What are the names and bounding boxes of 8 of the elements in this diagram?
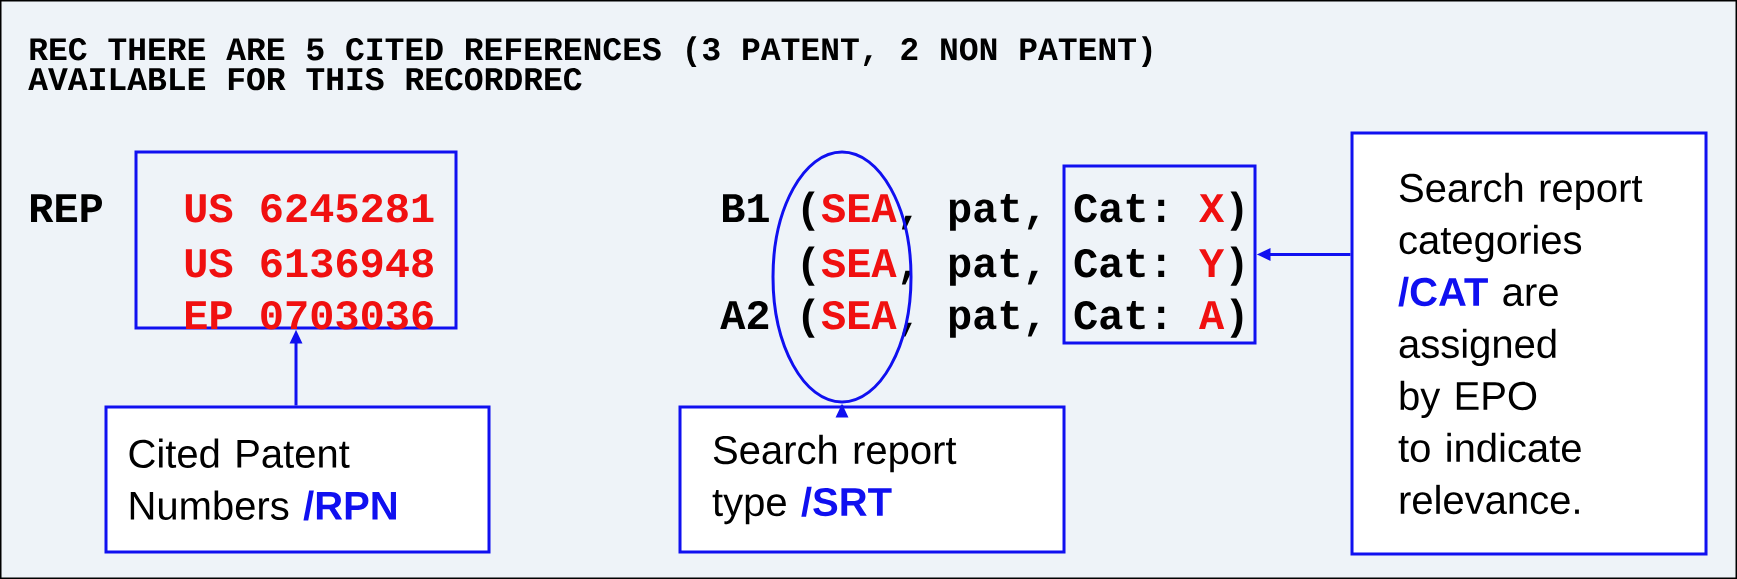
header-text: REC THERE ARE 5 CITED REFERENCES (3 PATENT, 2 NON PATENT) AVAILABLE FOR THIS RECORDREC (28, 36, 1152, 91)
patent-number-box: US 6245281 US 6136948 EP 0703036 (134, 150, 458, 330)
callout-box: Search report categories /CAT are assigned by EPO to indicate relevance. (1350, 131, 1708, 556)
row-text: , pat, (901, 249, 1038, 286)
callout-box: Cited Patent Numbers /RPN (104, 405, 491, 554)
category-box: Cat: X) Cat: Y) Cat: A) (1062, 164, 1257, 345)
callout-box: Search report type /SRT (678, 405, 1066, 554)
kind-code: A2 (720, 300, 769, 329)
